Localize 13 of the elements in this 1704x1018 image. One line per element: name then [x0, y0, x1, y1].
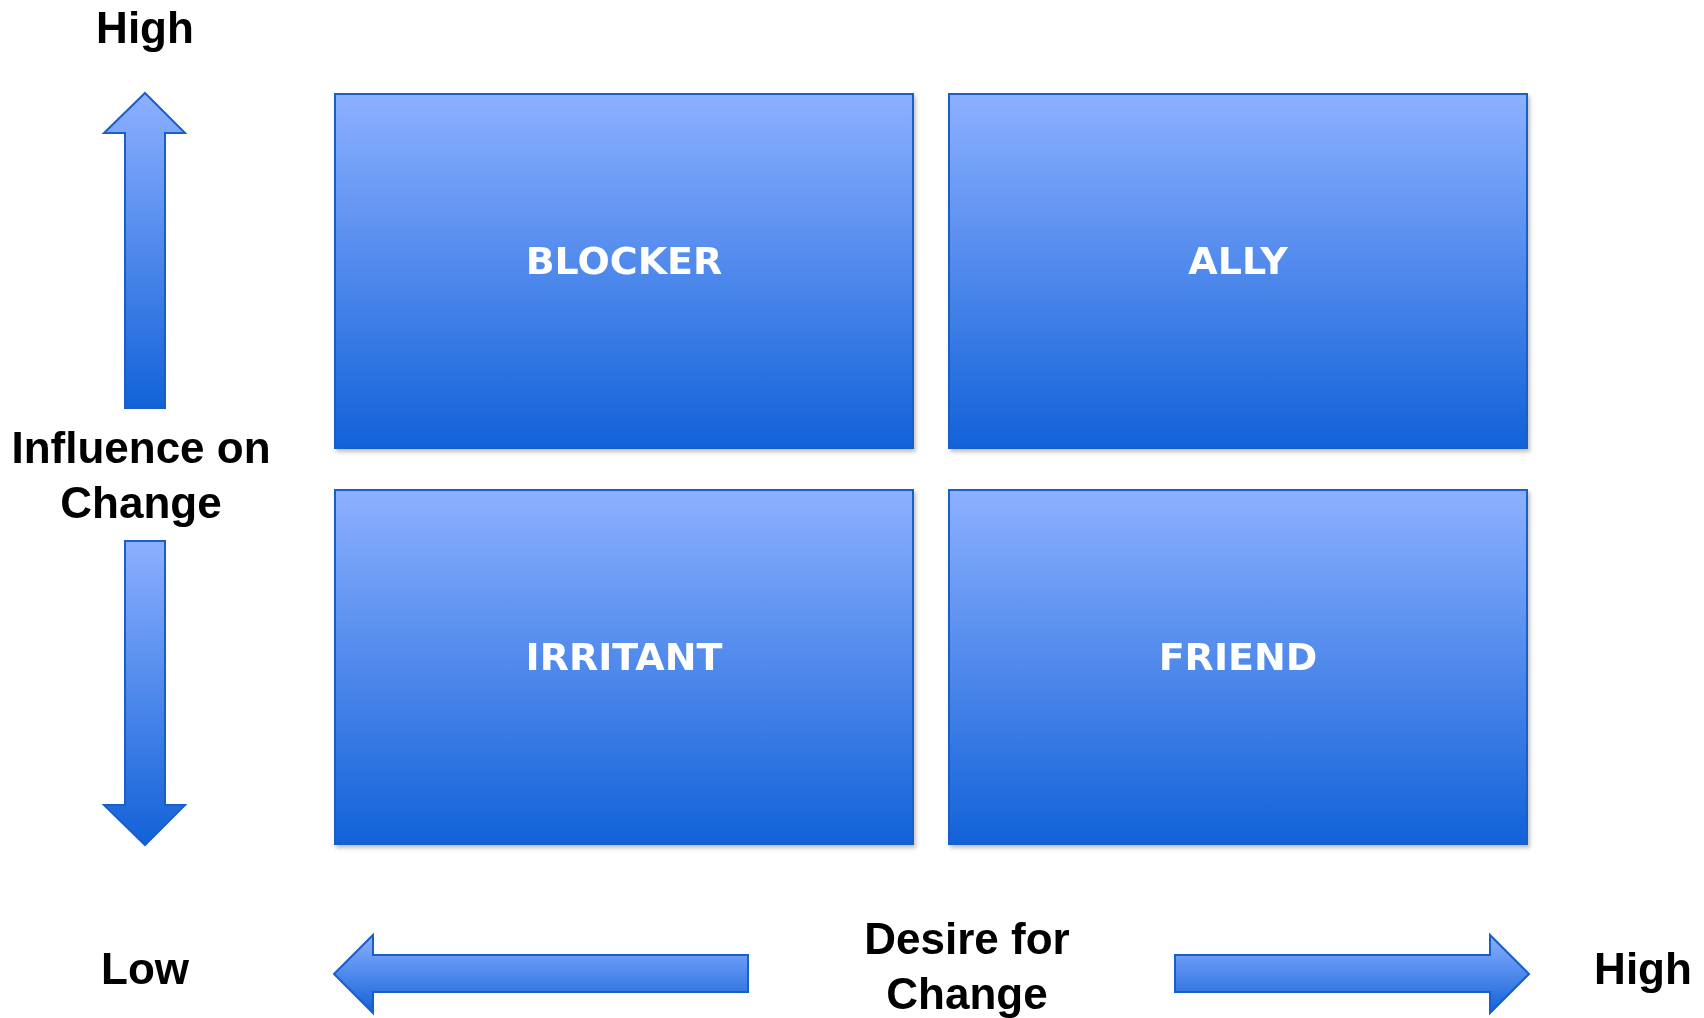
quadrant-box	[948, 93, 1528, 449]
quadrant-label: IRRITANT	[525, 635, 723, 679]
axis-title: Desire for Change	[863, 913, 1071, 1018]
quadrant-label: BLOCKER	[525, 239, 723, 283]
quadrant-label: FRIEND	[1158, 635, 1318, 679]
quadrant-label: ALLY	[1188, 239, 1288, 283]
axis-end-label: High	[96, 1, 194, 54]
axis-title: Influence on Change	[11, 422, 271, 529]
quadrant-box	[334, 489, 914, 845]
quadrant-box	[948, 489, 1528, 845]
axis-end-label: Low	[101, 942, 189, 995]
axis-end-label: High	[1594, 942, 1692, 995]
quadrant-box	[334, 93, 914, 449]
